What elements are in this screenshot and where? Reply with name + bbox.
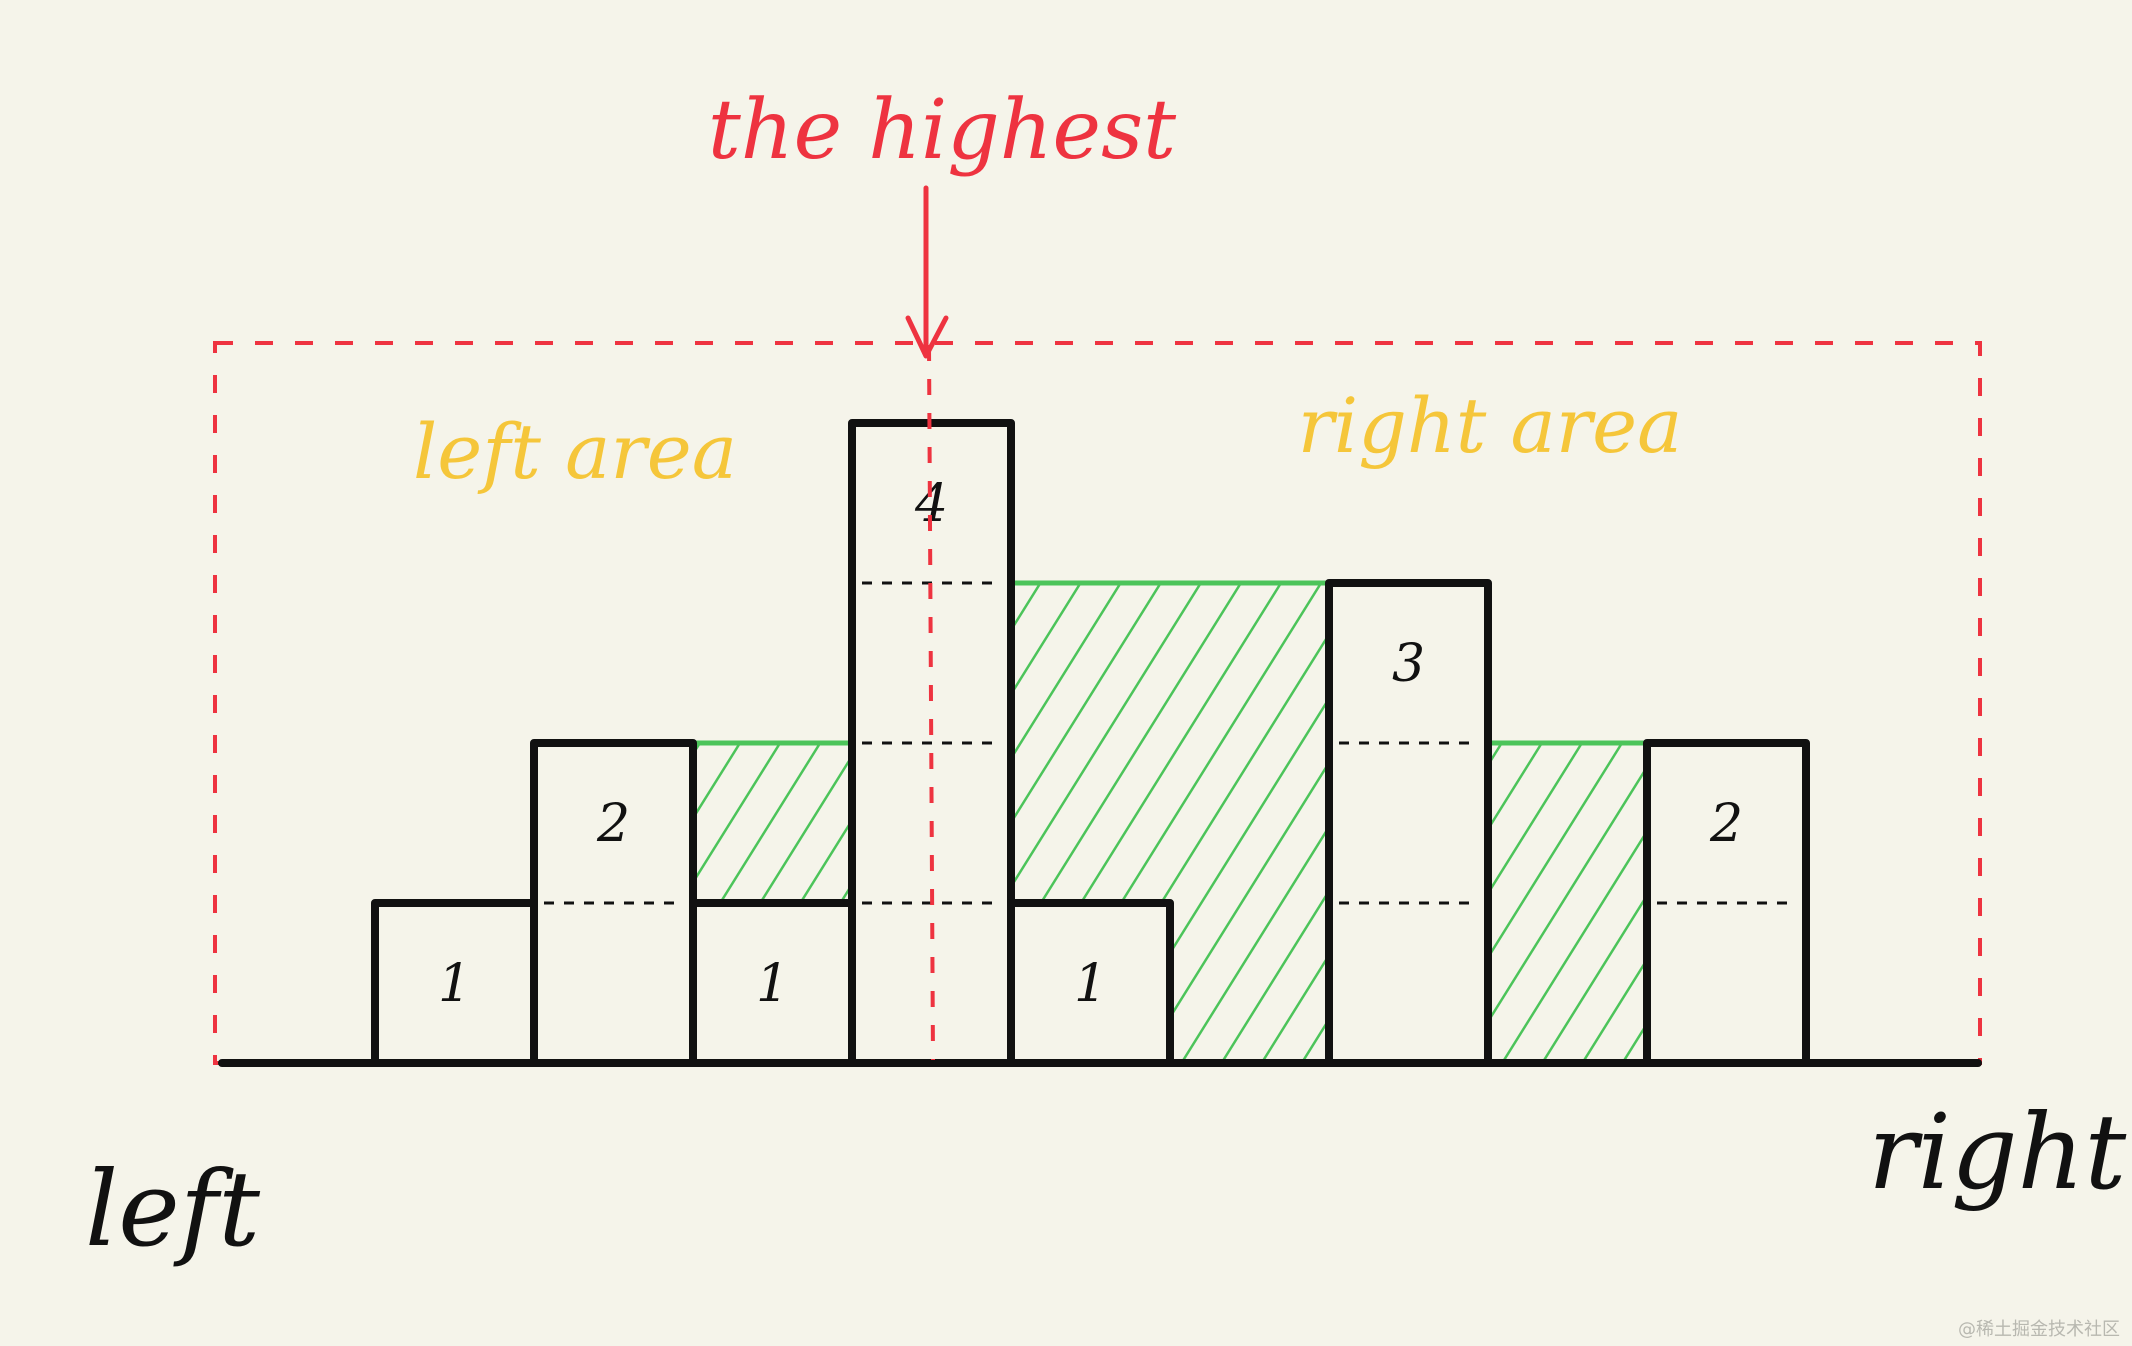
- left-pointer-label: left: [85, 1148, 260, 1270]
- bar-0-value-label: 1: [438, 954, 471, 1014]
- highest-divider-line: [927, 344, 935, 1061]
- highest-label: the highest: [708, 83, 1177, 178]
- bar-1-value-label: 2: [596, 794, 630, 854]
- right-pointer-label: right: [1868, 1091, 2127, 1213]
- bar-8-value-label: 2: [1709, 794, 1743, 854]
- water-fill-1: [1011, 583, 1170, 903]
- right-area-label: right area: [1298, 381, 1683, 470]
- bar-4-value-label: 1: [1074, 954, 1107, 1014]
- watermark-text: @稀土掘金技术社区: [1958, 1319, 2120, 1340]
- left-area-label: left area: [413, 407, 737, 496]
- bar-6-value-label: 3: [1392, 634, 1425, 694]
- level-guide-group: [544, 581, 1796, 905]
- bar-2-value-label: 1: [756, 954, 789, 1014]
- water-fill-0: [693, 743, 852, 903]
- highest-arrow-head: [905, 315, 949, 359]
- trapped-water-group: [690, 580, 1650, 1063]
- water-fill-3: [1488, 743, 1647, 1063]
- water-fill-2: [1170, 583, 1329, 1063]
